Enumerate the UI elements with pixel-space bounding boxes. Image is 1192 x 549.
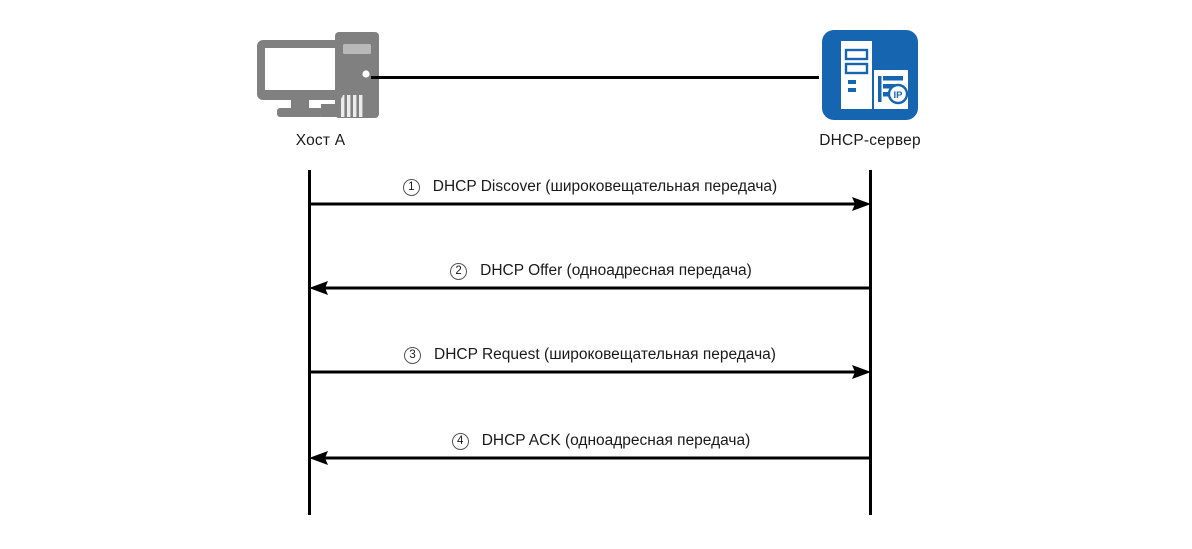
message-number-1: 1 [402, 179, 420, 196]
message-row-4: 4 DHCP ACK (одноадресная передача) [309, 406, 871, 466]
node-host-caption: Хост А [295, 132, 346, 149]
node-host: Хост А [248, 28, 393, 149]
message-arrow-3 [309, 365, 871, 379]
host-server-link [371, 76, 819, 79]
node-server: IP DHCP-сервер [795, 28, 945, 149]
node-server-caption: DHCP-сервер [819, 132, 921, 149]
lifeline-server [869, 170, 872, 515]
message-text-4: DHCP ACK (одноадресная передача) [481, 432, 751, 449]
desktop-computer-icon [255, 28, 387, 122]
message-arrow-4 [309, 451, 871, 465]
message-text-2: DHCP Offer (одноадресная передача) [480, 262, 752, 279]
message-arrow-1 [309, 197, 871, 211]
message-label-1: 1 DHCP Discover (широковещательная переда… [309, 179, 871, 196]
lifeline-host [308, 170, 311, 515]
message-number-4: 4 [451, 433, 469, 450]
message-label-3: 3 DHCP Request (широковещательная передач… [309, 347, 871, 364]
message-number-2: 2 [450, 263, 468, 280]
message-row-2: 2 DHCP Offer (одноадресная передача) [309, 236, 871, 296]
message-row-3: 3 DHCP Request (широковещательная передач… [309, 320, 871, 380]
message-label-2: 2 DHCP Offer (одноадресная передача) [309, 263, 871, 280]
message-number-3: 3 [404, 347, 422, 364]
message-text-3: DHCP Request (широковещательная передача… [434, 346, 776, 363]
message-text-1: DHCP Discover (широковещательная передач… [432, 178, 778, 195]
dhcp-server-icon: IP [820, 28, 920, 122]
svg-text:IP: IP [894, 90, 904, 101]
message-arrow-2 [309, 281, 871, 295]
message-row-1: 1 DHCP Discover (широковещательная переда… [309, 152, 871, 212]
message-label-4: 4 DHCP ACK (одноадресная передача) [309, 433, 871, 450]
